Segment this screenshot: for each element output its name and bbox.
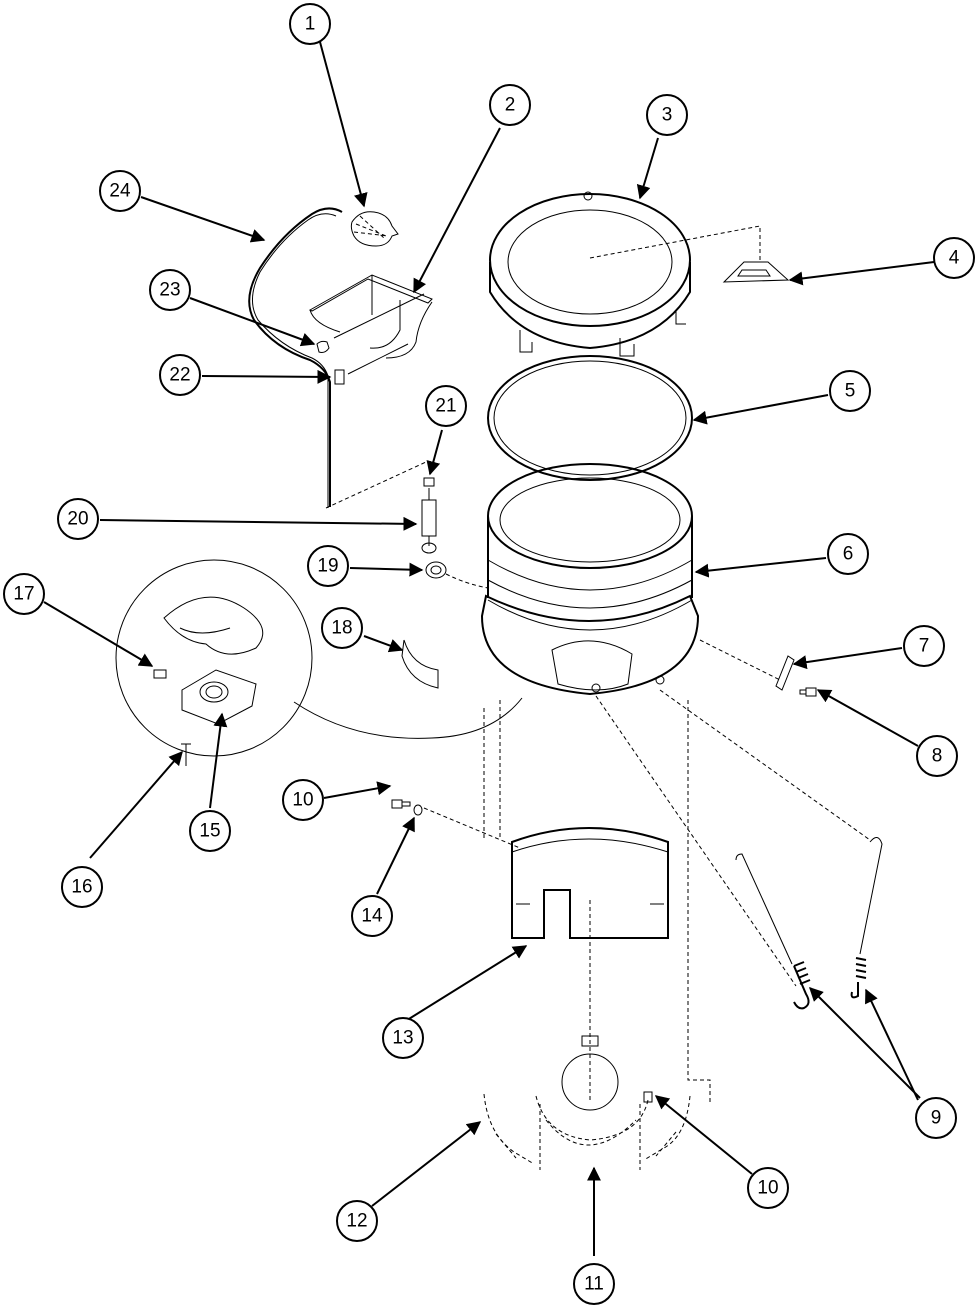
part-24-hose [248,207,343,508]
callout-19: 19 [307,545,349,587]
callout-7: 7 [903,625,945,667]
callout-label: 18 [331,618,352,639]
part-3-tub-ring [489,191,691,357]
callout-label: 17 [13,584,34,605]
callout-10-bottom: 10 [747,1167,789,1209]
detail-circle [115,559,523,757]
callout-12: 12 [336,1200,378,1242]
part-1-cap [350,211,399,247]
dashed-guides [483,639,871,1104]
callout-5: 5 [829,370,871,412]
part-15-bearing [181,669,257,725]
callout-label: 10 [757,1178,778,1199]
callout-label: 22 [169,365,190,386]
part-2-dispenser [308,274,433,359]
callout-15: 15 [189,810,231,852]
part-14-washer [413,804,423,816]
callout-label: 20 [67,509,88,530]
part-5-seal-ring [487,355,693,481]
callout-label: 2 [505,95,516,116]
part-12-base [483,1093,691,1165]
callout-17: 17 [3,573,45,615]
callout-label: 1 [305,14,316,35]
callout-label: 23 [159,280,180,301]
callout-label: 6 [843,544,854,565]
callout-label: 11 [584,1274,604,1295]
callout-label: 16 [71,877,92,898]
callout-label: 3 [662,105,673,126]
callout-3: 3 [646,94,688,136]
part-10-bolt-top [391,799,411,809]
part-19-nut [425,561,489,589]
callout-label: 13 [392,1028,413,1049]
callout-1: 1 [289,3,331,45]
callout-10-top: 10 [282,779,324,821]
callout-4: 4 [933,237,975,279]
callout-label: 7 [919,636,930,657]
callout-label: 9 [931,1108,942,1129]
callout-label: 5 [845,381,856,402]
callout-21: 21 [425,385,467,427]
part-7-clip [775,655,795,691]
part-21-clip [325,461,435,509]
callout-20: 20 [57,498,99,540]
callout-label: 8 [932,746,943,767]
callout-24: 24 [99,170,141,212]
part-13-shield [423,807,669,939]
part-16-screw [181,743,191,766]
callout-16: 16 [61,866,103,908]
callout-label: 10 [292,790,313,811]
part-18-tape [401,639,439,689]
callout-23: 23 [149,269,191,311]
callout-9: 9 [915,1097,957,1139]
part-23-grommet [316,340,330,353]
callout-label: 14 [361,906,383,927]
callout-label: 19 [317,556,338,577]
part-9-springs [735,837,883,1010]
callout-13: 13 [382,1017,424,1059]
callout-label: 24 [109,181,131,202]
callout-6: 6 [827,533,869,575]
callout-label: 15 [199,821,220,842]
callout-14: 14 [351,895,393,937]
callout-label: 4 [949,248,960,269]
part-11-transmission [535,900,649,1170]
callout-18: 18 [321,607,363,649]
callout-label: 12 [346,1211,367,1232]
part-4-bracket [589,225,790,283]
callout-22: 22 [159,354,201,396]
part-17-nut [153,669,167,679]
part-22-clip [334,343,409,385]
part-8-screw [799,687,817,697]
part-20-shock [421,488,437,554]
part-10-bolt-bottom [643,1091,653,1103]
callout-8: 8 [916,735,958,777]
leader-lines [43,41,935,1256]
callout-label: 21 [435,396,456,417]
part-6-tub [480,463,700,696]
callout-11: 11 [573,1263,615,1305]
callout-2: 2 [489,84,531,126]
